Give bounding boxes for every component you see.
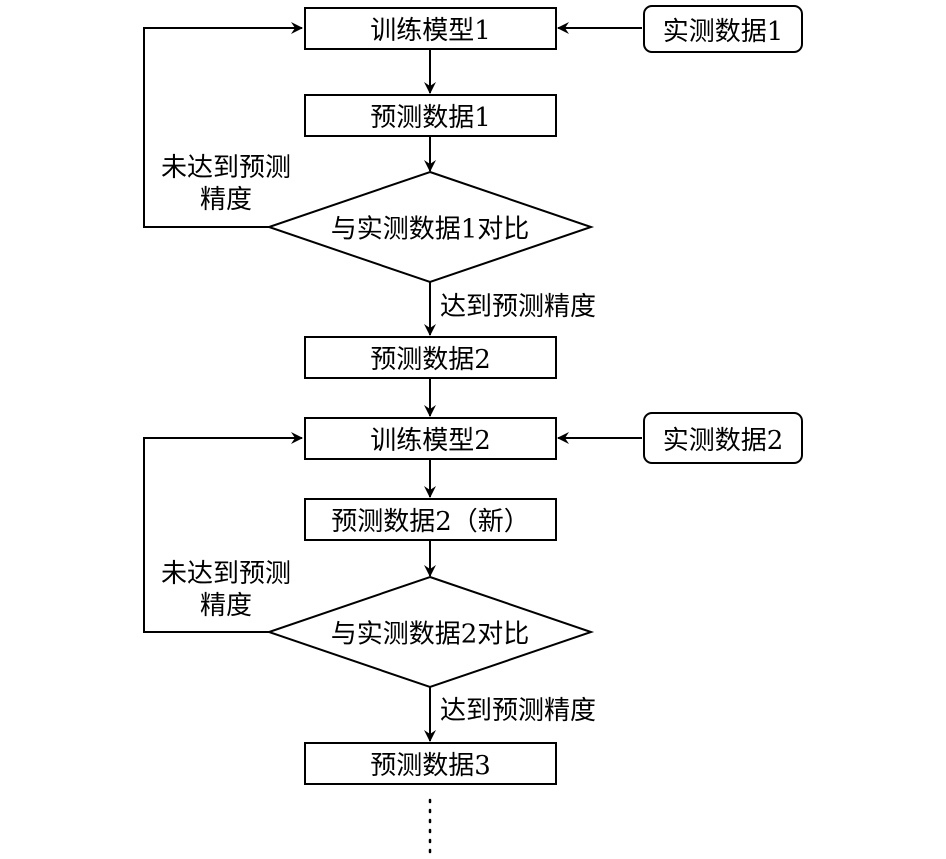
not-reached-1-label: 未达到预测 精度 [146, 152, 306, 216]
arrow-loop-compare2-to-train2 [143, 432, 303, 633]
reached-2-label: 达到预测精度 [440, 696, 597, 726]
predicted-data-3-box: 预测数据3 [304, 742, 557, 785]
not-reached-2-label: 未达到预测 精度 [146, 558, 306, 622]
not-reached-1-line2: 精度 [199, 185, 252, 215]
reached-1-label: 达到预测精度 [440, 292, 597, 322]
not-reached-1-line1: 未达到预测 [160, 153, 291, 183]
predicted-data-1-box: 预测数据1 [304, 94, 557, 137]
train-model-2-box: 训练模型2 [304, 417, 557, 460]
compare-2-label: 与实测数据2对比 [330, 619, 530, 650]
train-model-1-box: 训练模型1 [304, 7, 557, 50]
predicted-data-2-new-box: 预测数据2（新） [304, 498, 557, 541]
measured-data-2-box: 实测数据2 [643, 412, 803, 464]
predicted-data-2-box: 预测数据2 [304, 336, 557, 379]
measured-data-1-box: 实测数据1 [643, 5, 803, 53]
arrow-loop-compare1-to-train1 [143, 22, 303, 228]
not-reached-2-line1: 未达到预测 [160, 559, 291, 589]
compare-1-label: 与实测数据1对比 [330, 214, 530, 245]
not-reached-2-line2: 精度 [199, 591, 252, 621]
